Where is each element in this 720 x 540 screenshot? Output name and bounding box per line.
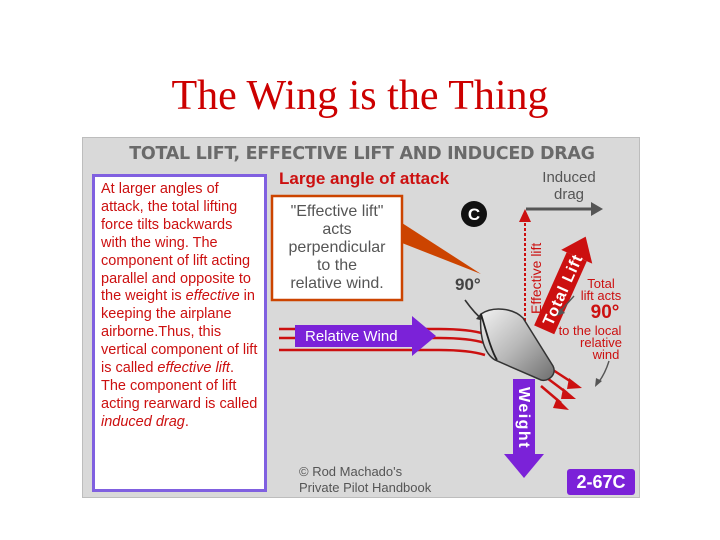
note-pointer-bottom — [597, 360, 610, 384]
panel-letter-badge: C — [461, 201, 487, 227]
total-lift-note-4: to the local — [559, 323, 622, 338]
induced-drag-arrowhead — [591, 202, 603, 216]
callout-line-4: to the — [317, 257, 357, 274]
callout-line-5: relative wind. — [290, 275, 383, 292]
explanation-text-3: . The component of lift acting rearward … — [101, 360, 258, 412]
explanation-text-4: . — [184, 413, 189, 430]
explanation-text-2: in keeping the airplane airborne.Thus, t… — [101, 288, 258, 377]
credit-text: © Rod Machado's Private Pilot Handbook — [299, 464, 431, 496]
explanation-em-induced-drag: induced drag — [101, 413, 185, 430]
total-lift-note-1: Total — [587, 276, 615, 291]
credit-line-2: Private Pilot Handbook — [299, 480, 432, 495]
total-lift-note-2: lift acts — [581, 288, 622, 303]
total-lift-note-3: 90° — [591, 302, 620, 323]
figure-heading: TOTAL LIFT, EFFECTIVE LIFT AND INDUCED D… — [129, 144, 595, 164]
figure-id-badge: 2-67C — [567, 469, 635, 495]
panel-letter: C — [468, 205, 480, 224]
explanation-em-effective: effective — [185, 288, 240, 305]
callout-line-1: "Effective lift" — [291, 203, 384, 220]
callout-line-3: perpendicular — [289, 239, 387, 256]
lift-diagram-figure: TOTAL LIFT, EFFECTIVE LIFT AND INDUCED D… — [82, 137, 640, 498]
slide-title: The Wing is the Thing — [171, 73, 549, 119]
explanation-textbox: At larger angles of attack, the total li… — [92, 174, 267, 492]
relative-wind-label: Relative Wind — [305, 328, 398, 345]
weight-label: Weight — [515, 387, 532, 449]
induced-drag-label-1: Induced — [542, 169, 595, 186]
wing-airfoil — [479, 308, 555, 382]
explanation-text-1: At larger angles of attack, the total li… — [101, 181, 251, 305]
relative-wind-arrow: Relative Wind — [295, 316, 436, 356]
total-lift-note-5: relative — [580, 335, 622, 350]
figure-subheading: Large angle of attack — [279, 169, 450, 188]
weight-arrow: Weight — [504, 379, 544, 478]
callout-line-2: acts — [322, 221, 351, 238]
lift-vector-diagram: Large angle of attack "Effective lift" a… — [270, 169, 622, 478]
callout-pointer — [402, 223, 481, 274]
effective-lift-label: Effective lift — [528, 243, 544, 314]
angle-label-left: 90° — [455, 275, 481, 294]
total-lift-note-6: wind — [592, 347, 620, 362]
induced-drag-label-2: drag — [554, 186, 584, 203]
total-lift-note: Total lift acts 90° to the local relativ… — [559, 276, 622, 362]
downwash-arrows — [540, 368, 582, 410]
credit-line-1: © Rod Machado's — [299, 464, 403, 479]
effective-lift-callout: "Effective lift" acts perpendicular to t… — [270, 194, 481, 302]
explanation-em-effective-lift: effective lift — [157, 360, 230, 377]
effective-lift-arrowhead — [519, 209, 531, 222]
